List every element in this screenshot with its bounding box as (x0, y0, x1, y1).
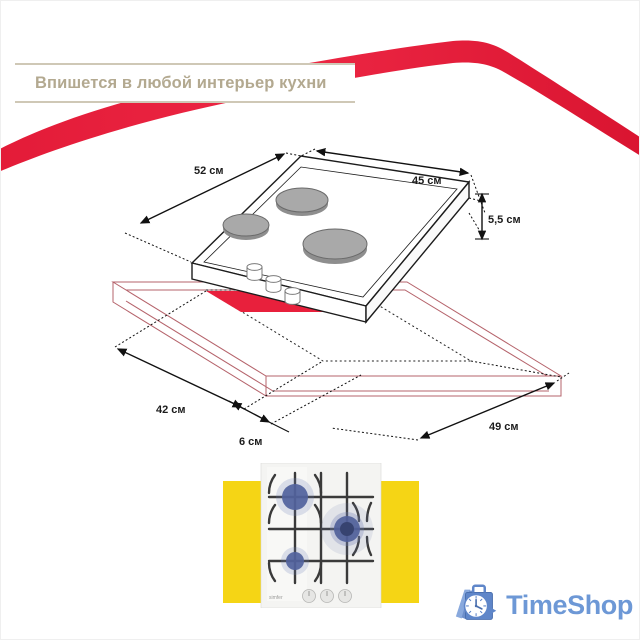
dim-label-cutout-width: 42 см (156, 404, 186, 416)
knob-3 (284, 287, 301, 305)
headline-banner: Впишется в любой интерьер кухни (15, 63, 355, 103)
photo-burners (276, 478, 373, 575)
hob-knobs (246, 263, 301, 305)
photo-brand-label: simfer (269, 595, 283, 601)
countertop-cutout (204, 289, 473, 362)
countertop-slab (111, 281, 563, 397)
headline-text: Впишется в любой интерьер кухни (35, 73, 327, 92)
ribbon-path (1, 40, 639, 171)
timeshop-logo-text: TimeShop (506, 589, 633, 620)
hob-burners (222, 187, 368, 264)
dim-cutout-depth (330, 360, 570, 441)
cutout-highlight (206, 291, 331, 312)
dim-label-hob-width: 52 см (194, 165, 224, 177)
timeshop-logo[interactable]: TimeShop (453, 579, 633, 631)
burner-left (222, 213, 270, 240)
photo-knobs (302, 589, 352, 603)
dim-hob-height (468, 192, 489, 241)
knob-2 (265, 275, 282, 293)
burner-rear (275, 187, 329, 216)
dim-cutout-width (114, 290, 324, 410)
dim-label-cutout-offset: 6 см (239, 436, 262, 448)
hob-body (190, 155, 471, 324)
briefcase-clock-icon (455, 584, 497, 620)
dim-label-hob-height: 5,5 см (488, 214, 521, 226)
knob-1 (246, 263, 263, 281)
dim-hob-width (124, 152, 302, 263)
burner-large (302, 228, 368, 264)
gas-hob-product-photo: simfer (223, 463, 419, 608)
dim-label-hob-depth: 45 см (412, 175, 442, 187)
dim-cutout-offset (228, 374, 362, 433)
dim-hob-depth (300, 148, 486, 214)
dim-label-cutout-depth: 49 см (489, 421, 519, 433)
